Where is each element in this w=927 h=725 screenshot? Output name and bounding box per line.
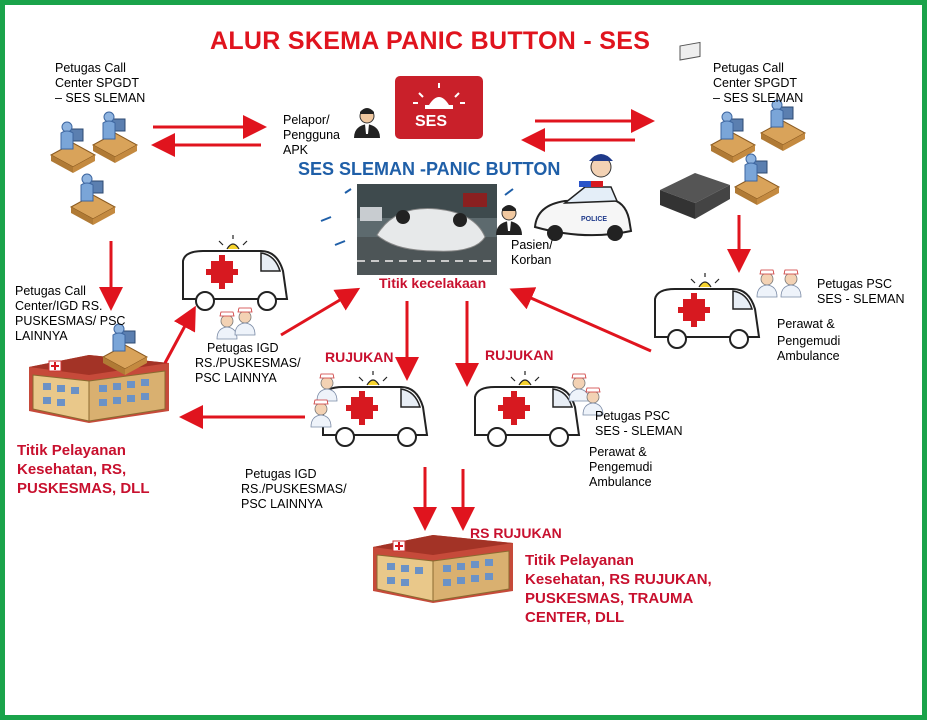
nurse-icon — [234, 307, 256, 336]
perawat-right-label: Perawat & Pengemudi Ambulance — [777, 317, 841, 363]
callcenter-left-label: Petugas Call Center SPGDT – SES SLEMAN — [55, 61, 146, 105]
rujukan-left-label: RUJUKAN — [325, 349, 394, 365]
ambulance-icon — [182, 234, 288, 311]
motion-marks — [320, 188, 514, 246]
petugas-psc-right-label: Petugas PSC SES - SLEMAN — [817, 277, 905, 306]
petugas-igd-bottom-label: Petugas IGD RS./PUSKESMAS/ PSC LAINNYA — [241, 467, 347, 511]
person-suit-icon — [353, 107, 381, 139]
diagram-title: ALUR SKEMA PANIC BUTTON - SES — [210, 27, 651, 55]
operator-computer-icon — [50, 121, 96, 174]
perawat-center-label: Perawat & Pengemudi Ambulance — [589, 445, 653, 489]
alarm-siren-icon — [395, 76, 483, 139]
rujukan-right-label: RUJUKAN — [485, 347, 554, 363]
nurse-icon — [780, 269, 802, 298]
fax-machine-icon — [660, 41, 730, 219]
titik-kecelakaan-label: Titik kecelakaan — [379, 275, 487, 291]
arrow-icon — [509, 287, 652, 353]
titik-pelayanan-left-label: Titik Pelayanan Kesehatan, RS, PUSKESMAS… — [17, 442, 150, 497]
flow-arrows — [99, 109, 751, 531]
police-car-icon: POLICE — [533, 154, 633, 241]
nurse-icon — [568, 373, 590, 402]
arrow-icon — [163, 305, 196, 364]
hospital-building-icon — [28, 354, 170, 424]
ambulance-icon — [654, 272, 760, 349]
petugas-igd-top-label: Petugas IGD RS./PUSKESMAS/ PSC LAINNYA — [195, 341, 301, 385]
petugas-psc-center-label: Petugas PSC SES - SLEMAN — [595, 409, 683, 438]
ambulance-icon — [322, 370, 428, 447]
nurse-icon — [756, 269, 778, 298]
diagram-subtitle: SES SLEMAN -PANIC BUTTON — [298, 159, 561, 179]
nurse-icon — [216, 311, 238, 340]
diagram-graphics: POLICE — [28, 41, 806, 604]
operator-computer-icon — [760, 99, 806, 152]
titik-pelayanan-bottom-label: Titik Pelayanan Kesehatan, RS RUJUKAN, P… — [525, 552, 712, 626]
app-logo-text: SES — [415, 113, 448, 130]
pelapor-label: Pelapor/ Pengguna APK — [283, 113, 341, 157]
operator-computer-icon — [70, 173, 116, 226]
pasien-label: Pasien/ Korban — [511, 238, 553, 267]
hospital-building-icon — [372, 534, 514, 604]
operator-computer-icon — [92, 111, 138, 164]
person-suit-icon — [495, 204, 523, 236]
operator-computer-icon — [734, 153, 780, 206]
arrow-icon — [280, 287, 361, 337]
car-crash-photo — [357, 184, 497, 275]
ambulance-icon — [474, 370, 580, 447]
svg-text:POLICE: POLICE — [581, 216, 607, 223]
rs-rujukan-label: RS RUJUKAN — [470, 525, 562, 541]
callcenter-igd-label: Petugas Call Center/IGD RS. PUSKESMAS/ P… — [15, 284, 126, 343]
callcenter-right-label: Petugas Call Center SPGDT – SES SLEMAN — [713, 61, 804, 105]
